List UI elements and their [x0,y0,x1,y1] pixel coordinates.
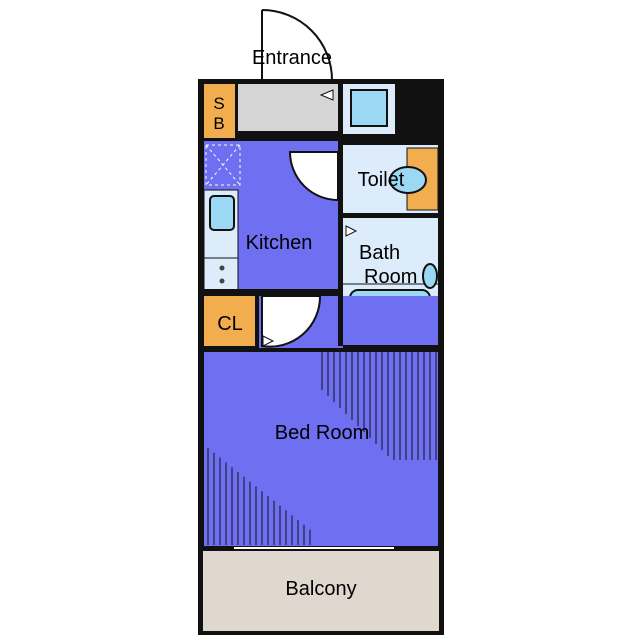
kitchen-label: Kitchen [246,232,313,254]
bedroom-door [261,295,322,348]
storage-box-room [204,84,235,138]
entrance-label: Entrance [252,47,332,69]
kitchen-door [288,151,339,202]
closet-label: CL [217,313,243,335]
stove-burner-icon [219,278,225,284]
entrance-door [261,9,333,81]
toilet-label: Toilet [358,169,405,191]
entrance-hall [238,84,340,131]
bedroom-label: Bed Room [275,422,370,444]
shoe-cabinet-inner [350,89,388,127]
kitchen-sink [209,195,235,231]
bath-door-marker [262,89,358,347]
wash-basin-icon [422,263,438,289]
interior-walls [204,84,444,350]
window-light-hatching [207,350,437,545]
stove-burner-icon [219,265,225,271]
balcony-label: Balcony [285,578,356,600]
toilet-bowl-icon [389,166,427,194]
